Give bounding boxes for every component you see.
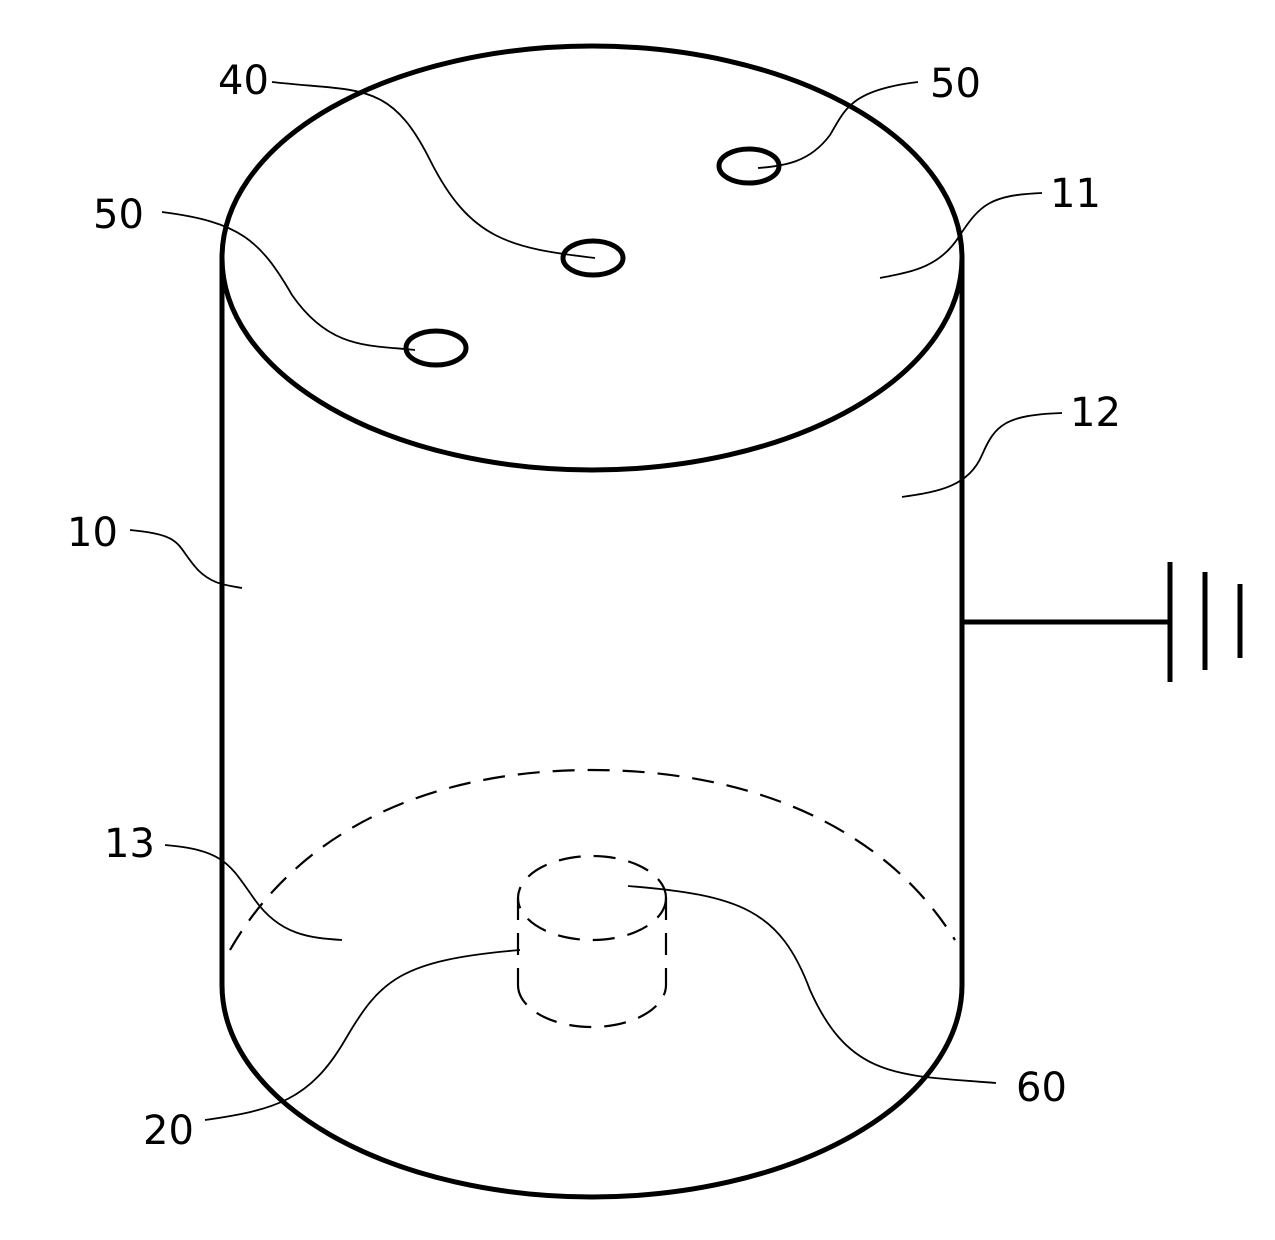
leader-11 <box>879 192 1043 279</box>
leader-12 <box>901 412 1063 498</box>
cylinder-vessel <box>219 43 965 1200</box>
leader-40 <box>271 81 596 259</box>
stub-bottom-dashed <box>516 984 668 1029</box>
stub-top-dashed <box>516 854 668 942</box>
label-60: 60 <box>1016 1065 1067 1111</box>
label-10: 10 <box>67 510 118 556</box>
label-50-left: 50 <box>93 192 144 238</box>
leader-60 <box>627 885 997 1084</box>
center-stub-hidden <box>516 854 668 1029</box>
inner-bottom-dashed-arc <box>229 768 956 951</box>
leader-50-left <box>161 211 416 351</box>
label-11: 11 <box>1050 171 1101 217</box>
reference-labels: 40 50 50 11 12 10 13 20 60 <box>67 58 1121 1154</box>
hole-center <box>560 238 626 278</box>
leader-13 <box>164 844 343 941</box>
label-20: 20 <box>143 1108 194 1154</box>
label-40: 40 <box>218 58 269 104</box>
ground-symbol <box>962 562 1243 682</box>
bottom-front-arc <box>219 982 965 1200</box>
leader-10 <box>129 529 243 589</box>
leader-20 <box>204 949 521 1121</box>
leader-50-right <box>757 81 919 169</box>
label-13: 13 <box>104 821 155 867</box>
label-50-right: 50 <box>930 61 981 107</box>
label-12: 12 <box>1070 390 1121 436</box>
leader-lines <box>129 81 1063 1121</box>
hole-left <box>403 328 469 368</box>
